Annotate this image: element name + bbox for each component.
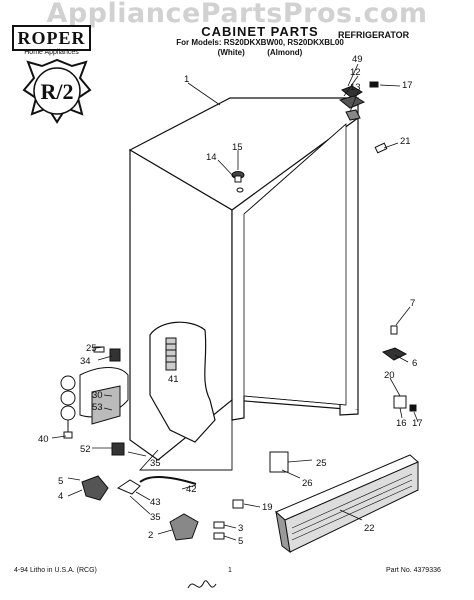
footer-print-info: 4-94 Litho in U.S.A. (RCG) [14, 567, 97, 574]
callout-label-4: 4 [58, 491, 63, 502]
cabinet-shell [128, 97, 359, 471]
callout-label-25: 25 [316, 458, 327, 469]
variant-almond: (Almond) [267, 48, 303, 57]
callout-label-3: 3 [238, 523, 243, 534]
appliance-category: REFRIGERATOR [338, 30, 410, 40]
footer-part-number: Part No. 4379336 [386, 567, 441, 574]
bottom-parts [81, 451, 289, 541]
brand-name: ROPER [17, 28, 86, 48]
callout-label-35: 35 [150, 512, 161, 523]
callout-label-5: 5 [58, 476, 63, 487]
callout-label-40: 40 [38, 434, 49, 445]
bottom-right-hinge-parts [381, 325, 417, 412]
brand-logo: ROPER [12, 25, 91, 51]
callout-label-14: 14 [206, 152, 217, 163]
callout-label-5: 5 [238, 536, 243, 547]
footer-page-number: 1 [228, 567, 232, 574]
callout-label-17: 17 [412, 418, 423, 429]
callout-label-26: 26 [302, 478, 313, 489]
callout-label-35: 35 [150, 458, 161, 469]
handwritten-mark [187, 580, 217, 589]
callout-label-15: 15 [232, 142, 243, 153]
callout-label-49: 49 [352, 54, 363, 65]
r2-badge-text: R/2 [41, 79, 74, 104]
callout-label-21: 21 [400, 136, 411, 147]
callout-label-7: 7 [410, 298, 415, 309]
callout-label-6: 6 [412, 358, 417, 369]
callout-label-19: 19 [262, 502, 273, 513]
top-hinge-parts [338, 81, 388, 154]
callout-label-20: 20 [384, 370, 395, 381]
page-title: CABINET PARTS [201, 24, 319, 39]
callout-label-16: 16 [396, 418, 407, 429]
left-side-parts [60, 346, 129, 456]
callout-label-1: 1 [184, 74, 189, 85]
callout-label-41: 41 [168, 374, 179, 385]
color-variants: (White) (Almond) [150, 48, 370, 57]
model-numbers: For Models: RS20DKXBW00, RS20DKXBL00 [176, 38, 344, 47]
leader-lines [51, 63, 419, 541]
callout-label-13: 13 [350, 82, 361, 93]
callout-label-43: 43 [150, 497, 161, 508]
callout-label-2: 2 [148, 530, 153, 541]
brand-tagline: Home Appliances [24, 49, 79, 56]
callout-label-52: 52 [80, 444, 91, 455]
variant-white: (White) [217, 48, 245, 57]
part-41-tube [165, 337, 177, 371]
watermark: AppliancePartsPros.com [46, 0, 428, 29]
r2-badge: R/2 [22, 58, 92, 124]
callout-label-17: 17 [402, 80, 413, 91]
callout-label-12: 12 [350, 67, 361, 78]
callout-label-22: 22 [364, 523, 375, 534]
grille-part-22 [275, 454, 419, 554]
callout-label-53: 53 [92, 402, 103, 413]
callout-label-30: 30 [92, 390, 103, 401]
callout-label-34: 34 [80, 356, 91, 367]
callout-label-25: 25 [86, 343, 97, 354]
callout-label-42: 42 [186, 484, 197, 495]
